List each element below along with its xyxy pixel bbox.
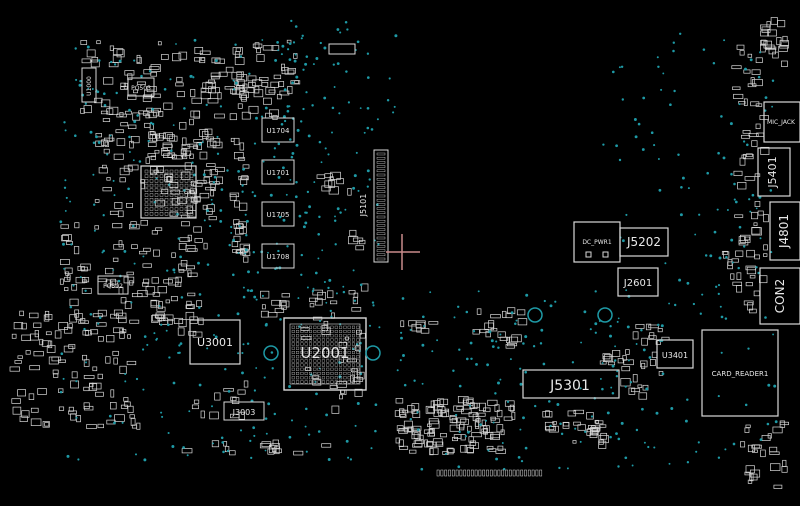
u1704-label: U1704 — [267, 127, 290, 135]
memory-chip-u1705[interactable]: U1705 — [261, 201, 295, 227]
u1705-label: U1705 — [267, 211, 290, 219]
connector-j5401[interactable]: J5401 — [757, 147, 791, 197]
u2001-label: U2001 — [300, 344, 349, 362]
j5401-label: J5401 — [766, 156, 779, 188]
connector-j5101[interactable]: J5101 — [359, 149, 389, 263]
connector-con2[interactable]: CON2 — [759, 267, 800, 325]
top-small-chip[interactable] — [328, 43, 356, 55]
power-stage-pq503[interactable]: PQ503 — [127, 77, 155, 97]
mounting-hole — [365, 345, 381, 361]
u3001-label: U3001 — [197, 336, 233, 349]
j3003-label: J3003 — [232, 408, 256, 417]
mounting-hole — [597, 307, 613, 323]
crosshair-icon — [386, 234, 420, 270]
connector-j2601[interactable]: J2601 — [617, 267, 659, 297]
j5202-label: J5202 — [626, 235, 661, 249]
memory-chip-u1704[interactable]: U1704 — [261, 117, 295, 143]
connector-j4801[interactable]: J4801 — [769, 201, 800, 261]
bga-chip-upper-left[interactable] — [140, 165, 197, 219]
memory-chip-u1701[interactable]: U1701 — [261, 159, 295, 185]
connector-j3003[interactable]: J3003 — [223, 401, 265, 421]
memory-chip-u1708[interactable]: U1708 — [261, 243, 295, 269]
connector-mic-jack[interactable]: MIC_JACK — [763, 101, 800, 143]
u1000-label: U1000 — [86, 76, 93, 96]
dc-pwr1-label: DC_PWR1 — [582, 239, 612, 246]
card-reader1-label: CARD_READER1 — [712, 370, 769, 378]
mounting-hole — [527, 307, 543, 323]
ic-u3401[interactable]: U3401 — [656, 339, 694, 369]
mounting-holes — [263, 307, 613, 361]
j5101-label: J5101 — [359, 194, 368, 218]
mic-jack-label: MIC_JACK — [767, 119, 796, 126]
small-component-field — [9, 17, 789, 489]
connector-j5202[interactable]: J5202 — [619, 227, 669, 257]
u1701-label: U1701 — [267, 169, 290, 177]
j5301-label: J5301 — [549, 378, 590, 394]
connector-j5301[interactable]: J5301 — [522, 369, 620, 399]
power-stage-pq502[interactable]: PQ502 — [97, 275, 129, 295]
u3401-label: U3401 — [662, 351, 688, 360]
component-u1000[interactable]: U1000 — [81, 67, 97, 103]
bottom-pad-strip — [436, 469, 543, 477]
pq503-label: PQ503 — [131, 85, 151, 92]
pq502-label: PQ502 — [103, 283, 123, 290]
ic-u3001[interactable]: U3001 — [189, 319, 241, 365]
via-field — [59, 19, 778, 471]
u1708-label: U1708 — [267, 253, 290, 261]
connector-dc-pwr1[interactable]: DC_PWR1 — [573, 221, 621, 263]
card-reader-slot[interactable]: CARD_READER1 — [701, 329, 779, 417]
j2601-label: J2601 — [623, 278, 652, 289]
mounting-hole — [263, 345, 279, 361]
j4801-label: J4801 — [777, 214, 791, 249]
con2-label: CON2 — [773, 279, 787, 313]
